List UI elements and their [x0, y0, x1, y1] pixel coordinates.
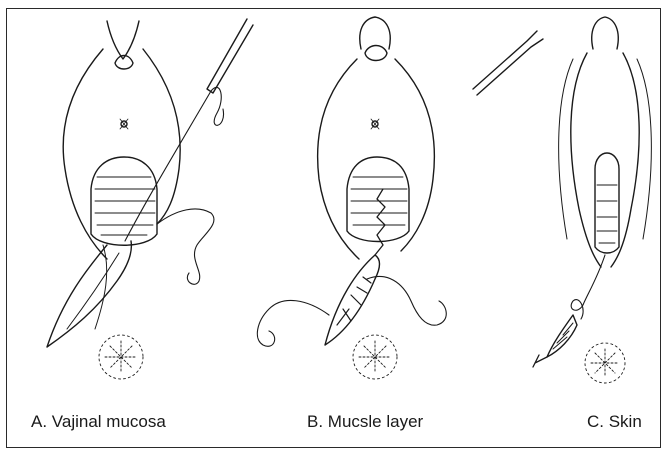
- caption-panel-a: A. Vajinal mucosa: [31, 407, 166, 437]
- panel-b-prepuce: [365, 46, 387, 61]
- figure-frame: A. Vajinal mucosa B. Mucsle layer C. Ski…: [6, 8, 661, 448]
- panel-a-labia-outline: [63, 49, 180, 259]
- panel-a-top-fold: [107, 21, 139, 59]
- panel-b-labia-outline: [318, 59, 435, 259]
- panel-b-suture-tails: [257, 276, 446, 346]
- panel-c-introitus: [595, 153, 619, 253]
- panel-c-anus: [585, 343, 625, 383]
- panel-c-flap: [547, 315, 577, 357]
- panel-b-anus: [353, 335, 397, 379]
- caption-panel-c: C. Skin: [587, 407, 642, 437]
- panel-a-suture: [125, 87, 224, 241]
- panel-c-top-fold: [592, 17, 619, 49]
- panel-b-flap: [325, 255, 380, 345]
- panel-a-anus: [99, 335, 143, 379]
- panel-a-mucosa-flap: [47, 241, 131, 347]
- panel-a-needle: [207, 19, 253, 93]
- panel-b-top-fold: [360, 17, 390, 49]
- panel-c-drawing: [473, 17, 651, 383]
- panel-b-drawing: [257, 17, 446, 379]
- caption-panel-b: B. Mucsle layer: [307, 407, 423, 437]
- surgical-illustration: [7, 9, 662, 449]
- panel-a-drawing: [47, 19, 253, 379]
- panel-c-instrument: [473, 31, 543, 95]
- panel-b-muscle-suture: [375, 189, 385, 255]
- panel-c-labia-outline: [571, 53, 639, 267]
